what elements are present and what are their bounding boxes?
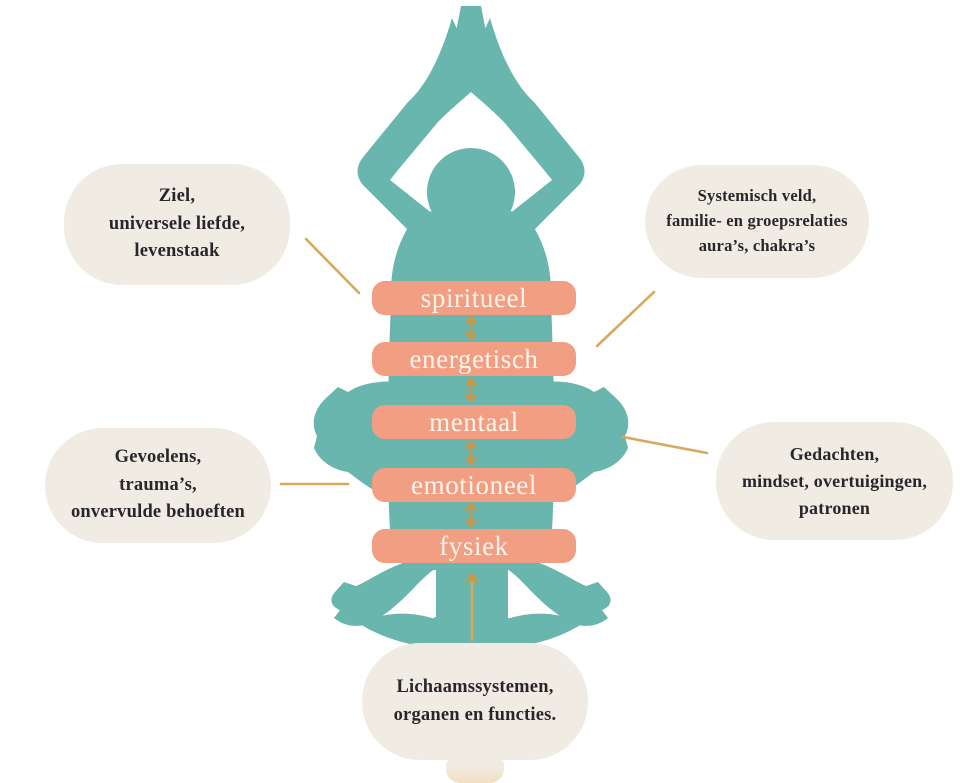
layer-band-label: emotioneel [411,469,537,500]
right-arm [471,18,585,248]
connector-top-right [595,290,656,348]
figure-base-tab [446,759,504,783]
double-arrow-icon [463,315,479,341]
bubble-text: Lichaamssystemen, organen en functies. [393,676,557,725]
right-shin [504,613,582,648]
double-arrow-icon [463,377,479,403]
layer-band-label: spiritueel [420,282,528,313]
left-leg [331,564,440,626]
layer-band-label: mentaal [429,406,519,437]
bubble-energetisch-note: Systemisch veld, familie- en groepsrelat… [645,165,869,278]
layer-band-label: energetisch [409,343,539,374]
layer-band-spiritueel: spiritueel [372,281,576,315]
layer-band-mentaal: mentaal [372,405,576,439]
layer-double-arrows [463,315,479,528]
layer-band-emotioneel: emotioneel [372,468,576,502]
up-arrow-icon [464,572,480,584]
left-arm [357,18,471,248]
bubble-text: Gedachten, mindset, overtuigingen, patro… [741,443,928,518]
left-shin [360,613,438,648]
bubble-spiritueel-note: Ziel, universele liefde, levenstaak [64,164,290,285]
bubble-emotioneel-note: Gevoelens, trauma’s, onvervulde behoefte… [45,428,271,543]
double-arrow-icon [463,440,479,466]
bubble-fysiek-note: Lichaamssystemen, organen en functies. [362,643,588,760]
connector-mid-right [621,435,709,455]
double-arrow-icon [463,502,479,528]
bubble-text: Gevoelens, trauma’s, onvervulde behoefte… [70,446,246,523]
layer-band-label: fysiek [439,530,509,561]
layer-band-energetisch: energetisch [372,342,576,376]
connector-top-left [304,237,361,295]
bubble-mentaal-note: Gedachten, mindset, overtuigingen, patro… [716,422,953,540]
right-leg [502,564,611,626]
bubble-text: Ziel, universele liefde, levenstaak [108,185,246,262]
bubble-text: Systemisch veld, familie- en groepsrelat… [666,186,848,255]
layer-band-fysiek: fysiek [372,529,576,563]
connector-lines [279,237,709,642]
